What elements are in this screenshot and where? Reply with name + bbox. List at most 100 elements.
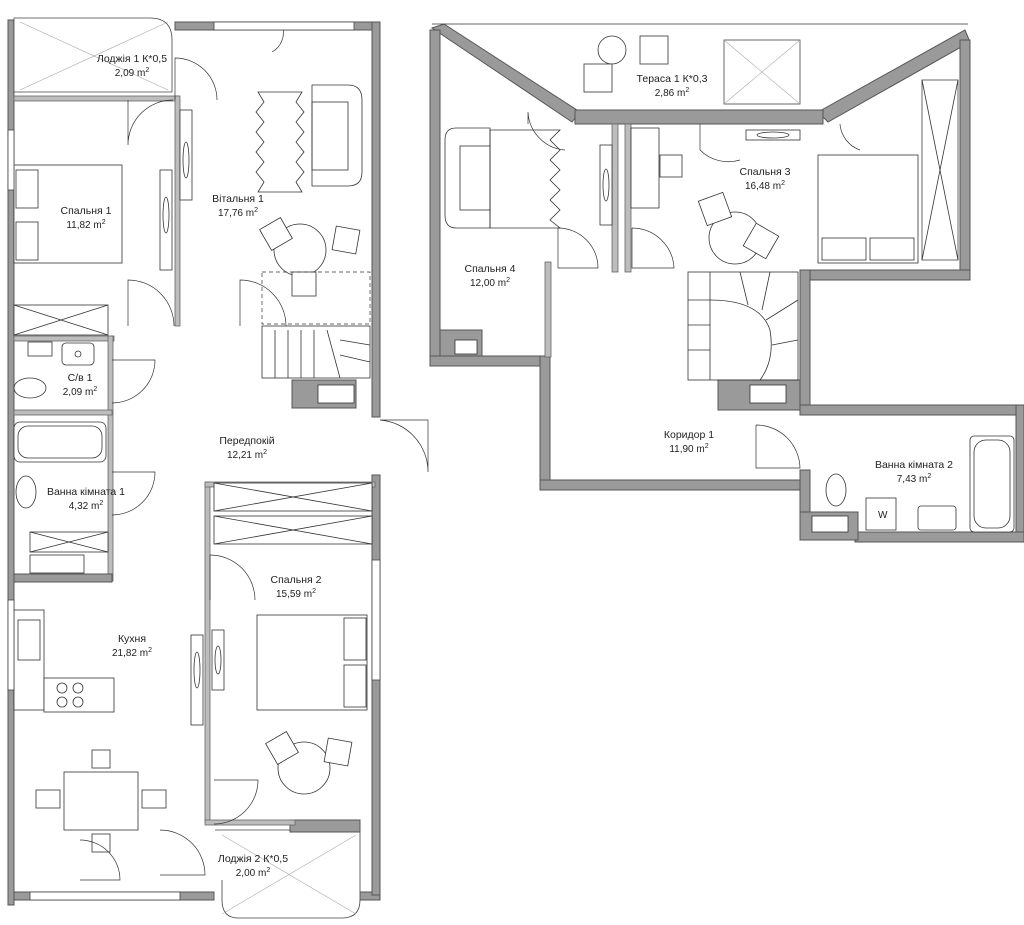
window — [371, 559, 381, 681]
svg-text:12,21 m2: 12,21 m2 — [227, 449, 267, 461]
wall-corridor-inner — [544, 261, 552, 358]
svg-text:12,00 m2: 12,00 m2 — [470, 277, 510, 289]
right-floor: W — [429, 23, 1024, 543]
desk — [630, 127, 660, 209]
room-label-bedroom-3: Спальня 3 16,48 m2 — [740, 166, 791, 192]
wall-bath2-east — [1015, 404, 1024, 541]
stove-icon — [56, 682, 84, 708]
sofa-icon — [311, 84, 363, 187]
svg-text:Вітальня 1: Вітальня 1 — [212, 193, 264, 205]
wall-terrace-south — [574, 109, 824, 125]
svg-text:Ванна кімната 1: Ванна кімната 1 — [47, 486, 125, 498]
svg-text:С/в 1: С/в 1 — [68, 372, 93, 384]
svg-text:Спальня 1: Спальня 1 — [61, 205, 112, 217]
wall-bed4-west — [429, 29, 441, 366]
svg-text:21,82 m2: 21,82 m2 — [112, 647, 152, 659]
svg-text:Лоджія 1 К*0,5: Лоджія 1 К*0,5 — [97, 53, 167, 65]
svg-text:2,86 m2: 2,86 m2 — [655, 87, 690, 99]
left-floor — [7, 17, 429, 919]
kitchen-counter — [43, 677, 115, 713]
sofa-icon — [444, 127, 491, 229]
wall-loggia-2 — [289, 819, 361, 833]
svg-text:Лоджія 2 К*0,5: Лоджія 2 К*0,5 — [218, 853, 288, 865]
wall-bath-east — [107, 335, 114, 582]
door-swing-icon — [79, 24, 429, 881]
armchair-icon — [259, 217, 293, 251]
sliding-door — [159, 169, 173, 271]
bathtub-icon — [13, 421, 107, 463]
room-label-bathroom-1: Ванна кімната 1 4,32 m2 — [47, 486, 125, 512]
svg-text:17,76 m2: 17,76 m2 — [218, 207, 258, 219]
armchair-icon — [742, 222, 780, 260]
rug-icon — [489, 129, 562, 229]
bed-icon — [817, 154, 919, 264]
room-label-hallway: Передпокій 12,21 m2 — [219, 435, 274, 461]
wall-terrace-left — [430, 23, 581, 123]
room-label-loggia-1: Лоджія 1 К*0,5 2,09 m2 — [97, 53, 167, 79]
wall-west — [7, 19, 15, 906]
staircase-icon — [261, 271, 371, 379]
armchair-icon — [697, 191, 733, 227]
svg-text:Передпокій: Передпокій — [219, 435, 274, 447]
wall-bed3-south — [799, 269, 971, 281]
armchair-icon — [323, 737, 353, 767]
window — [7, 599, 15, 691]
svg-text:4,32 m2: 4,32 m2 — [69, 500, 104, 512]
sliding-door — [599, 144, 613, 226]
svg-text:Кухня: Кухня — [118, 633, 146, 645]
toilet-icon — [825, 473, 847, 507]
wall-bed2-south — [204, 819, 296, 826]
wall-bed4-south — [429, 355, 546, 367]
sink-icon — [61, 342, 95, 366]
armchair-icon — [291, 271, 317, 297]
chair-icon — [141, 789, 167, 809]
chair-icon — [91, 749, 111, 769]
room-label-living-room-1: Вітальня 1 17,76 m2 — [212, 193, 264, 219]
svg-text:Коридор 1: Коридор 1 — [664, 429, 714, 441]
wall-bath2-south — [854, 531, 1024, 543]
wall-bed1-south — [13, 335, 115, 342]
wall-east-lower — [371, 474, 381, 896]
wall-bed4-east — [624, 123, 632, 273]
svg-text:11,90 m2: 11,90 m2 — [669, 443, 708, 455]
shelf — [745, 129, 801, 141]
sliding-door — [179, 109, 193, 201]
door-swing-icon — [527, 111, 861, 469]
bed-icon — [13, 164, 123, 264]
dining-table — [63, 771, 139, 831]
room-label-terrace-1: Тераса 1 К*0,3 2,86 m2 — [637, 73, 708, 99]
radiator — [454, 339, 478, 355]
round-table-icon — [277, 741, 331, 795]
sliding-door — [211, 629, 225, 691]
svg-text:15,59 m2: 15,59 m2 — [276, 588, 316, 600]
svg-text:Спальня 4: Спальня 4 — [465, 263, 516, 275]
room-label-wc-1: С/в 1 2,09 m2 — [63, 372, 98, 398]
wall-bed3-east — [959, 39, 971, 281]
chair-icon — [35, 789, 61, 809]
armchair-icon — [583, 63, 613, 93]
washer — [865, 497, 897, 531]
radiator — [27, 341, 53, 357]
svg-text:Спальня 3: Спальня 3 — [740, 166, 791, 178]
window — [7, 129, 15, 191]
svg-text:11,82 m2: 11,82 m2 — [66, 219, 105, 231]
radiator — [317, 384, 355, 404]
wall-corridor-south — [539, 479, 811, 491]
round-table-icon — [597, 35, 627, 65]
washer-label: W — [878, 510, 888, 521]
wall-bed1-east — [174, 95, 181, 327]
sliding-door — [190, 634, 204, 726]
window — [29, 891, 181, 901]
room-labels: Лоджія 1 К*0,5 2,09 m2 Спальня 1 11,82 m… — [47, 53, 953, 879]
wall-bed2-west — [204, 481, 211, 823]
svg-text:Ванна кімната 2: Ванна кімната 2 — [875, 459, 953, 471]
svg-text:2,09 m2: 2,09 m2 — [63, 386, 98, 398]
wall-bed3-west — [611, 123, 619, 273]
room-label-bathroom-2: Ванна кімната 2 7,43 m2 — [875, 459, 953, 485]
wall-bed1-north — [13, 95, 180, 102]
bathtub-icon — [969, 435, 1015, 533]
wall-corridor-east — [799, 269, 811, 416]
wall-bath1-south — [13, 573, 113, 583]
chair-icon — [91, 833, 111, 853]
